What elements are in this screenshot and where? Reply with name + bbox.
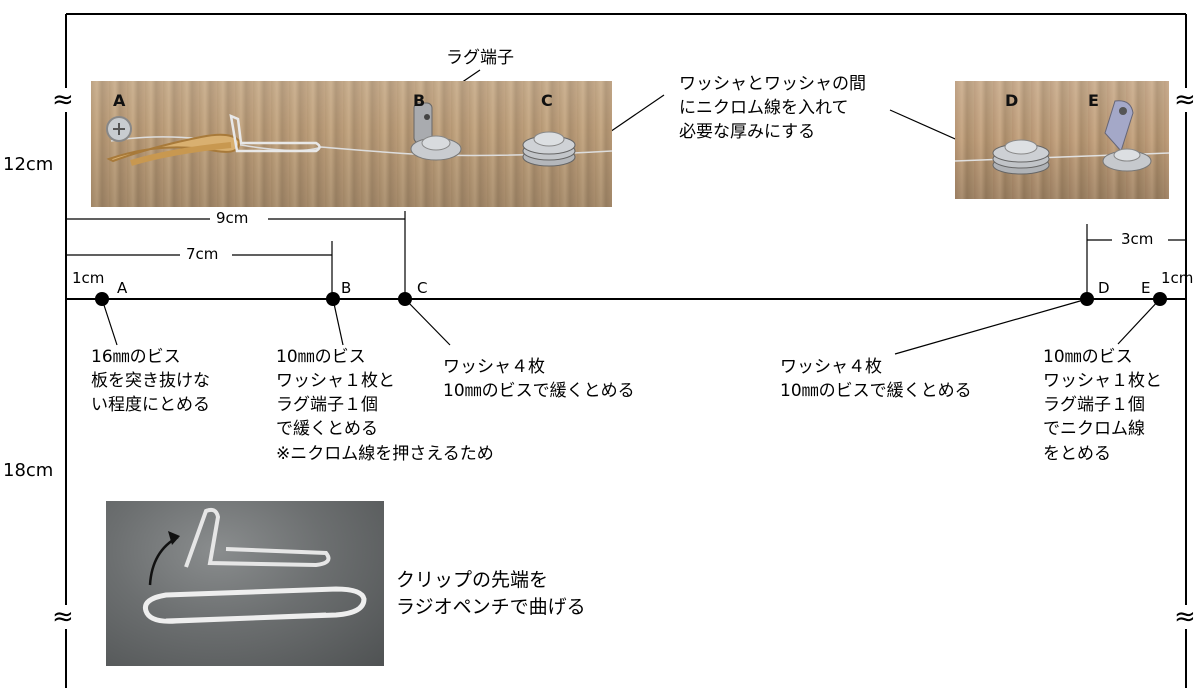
break-mark-right-bottom: ≈ [1172,602,1198,632]
point-label-e: E [1141,279,1151,297]
point-c-dot [398,292,412,306]
note-point-a: 16㎜のビス 板を突き抜けな い程度にとめる [91,347,210,416]
note-point-c: ワッシャ４枚 10㎜のビスで緩くとめる [443,357,635,402]
photo-label-c: C [541,91,553,110]
clip-bend-callout: クリップの先端を ラジオペンチで曲げる [396,569,586,618]
point-e-dot [1153,292,1167,306]
point-d-dot [1080,292,1094,306]
leader-c [404,298,451,346]
leader-a [101,298,118,346]
photo-label-e: E [1088,91,1099,110]
photo-label-b: B [413,91,426,110]
break-mark-right-top: ≈ [1172,85,1198,115]
photo-label-a: A [113,91,126,110]
point-label-c: C [417,279,428,297]
point-a-dot [95,292,109,306]
note-point-e: 10㎜のビス ワッシャ１枚と ラグ端子１個 でニクロム線 をとめる [1043,347,1162,464]
photo-label-d: D [1005,91,1019,110]
lug-terminal-callout: ラグ端子 [446,48,514,68]
dimension-9cm: 9cm [216,209,249,227]
point-label-b: B [341,279,352,297]
break-mark-left-top: ≈ [50,85,76,115]
assembly-photo-abc: A B C [91,81,612,207]
note-point-d: ワッシャ４枚 10㎜のビスで緩くとめる [780,357,972,402]
paper-clip-illustration [142,507,367,624]
leader-b [332,298,344,346]
board-height-lower: 18cm [3,460,54,481]
assembly-photo-de: D E [955,81,1169,199]
break-mark-left-bottom: ≈ [50,602,76,632]
paper-clip-photo [106,501,384,666]
dimension-3cm: 3cm [1121,230,1154,248]
dimension-1cm-left: 1cm [72,269,105,287]
dimension-7cm: 7cm [186,245,219,263]
leader-d [894,298,1088,355]
dimension-1cm-right: 1cm [1161,269,1194,287]
washer-gap-callout: ワッシャとワッシャの間 にニクロム線を入れて 必要な厚みにする [679,74,866,143]
assembly-photo-de-illustration [955,100,1169,175]
note-point-b: 10㎜のビス ワッシャ１枚と ラグ端子１個 で緩くとめる ※ニクロム線を押さえる… [276,347,494,464]
leader-e [1117,298,1161,345]
point-b-dot [326,292,340,306]
assembly-photo-abc-illustration [106,102,612,167]
point-label-a: A [117,279,128,297]
point-label-d: D [1098,279,1110,297]
board-height-upper: 12cm [3,154,54,175]
